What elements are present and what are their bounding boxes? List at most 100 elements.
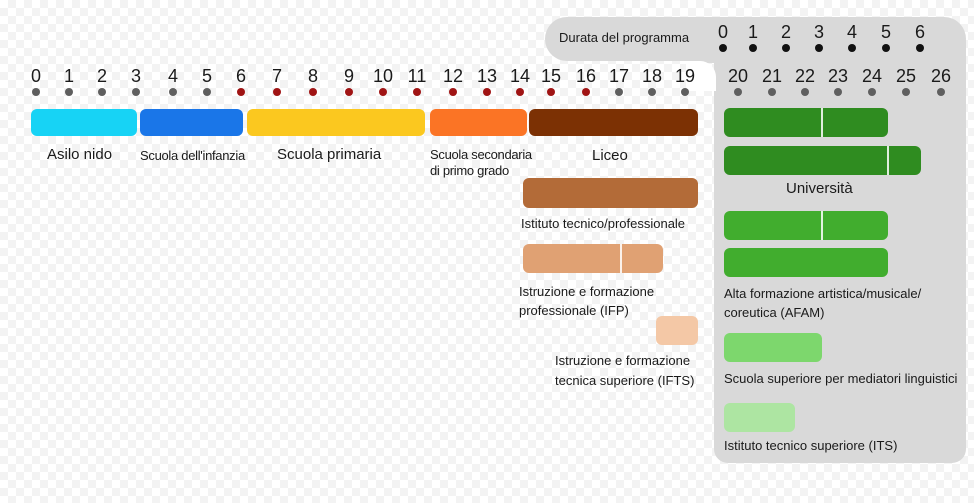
ifp-bar-divider — [620, 244, 622, 273]
ifts-label-line1: Istruzione e formazione — [555, 353, 691, 368]
age-tick-15: 15 — [540, 66, 562, 86]
age-tick-19: 19 — [674, 66, 696, 86]
compulsory-age-dot — [309, 88, 317, 96]
age-tick-2: 2 — [96, 66, 107, 86]
liceo-label: Liceo — [592, 147, 628, 164]
age-tick-4: 4 — [167, 66, 178, 86]
scuola-primaria-bar — [247, 109, 425, 136]
compulsory-age-dot — [379, 88, 387, 96]
secondaria-primo-grado-label-line1: Scuola secondaria — [430, 147, 532, 162]
duration-tick-2: 2 — [780, 22, 791, 42]
compulsory-age-dot — [449, 88, 457, 96]
scuola-primaria-label: Scuola primaria — [277, 146, 382, 163]
age-dot — [648, 88, 656, 96]
duration-dot — [882, 44, 890, 52]
afam-label-line2: coreutica (AFAM) — [724, 305, 825, 320]
liceo-bar — [529, 109, 698, 136]
age-tick-0: 0 — [30, 66, 41, 86]
compulsory-age-dot — [237, 88, 245, 96]
afam-bar-1 — [724, 211, 888, 240]
duration-tick-5: 5 — [880, 22, 891, 42]
age-tick-3: 3 — [130, 66, 141, 86]
duration-dot — [749, 44, 757, 52]
istituto-tecnico-bar — [523, 178, 698, 208]
age-tick-7: 7 — [271, 66, 282, 86]
ifp-bar — [523, 244, 663, 273]
universita-bar-2 — [724, 146, 921, 175]
age-dot — [132, 88, 140, 96]
age-dot — [32, 88, 40, 96]
asilo-nido-label: Asilo nido — [47, 146, 113, 163]
age-tick-16: 16 — [575, 66, 597, 86]
scuola-infanzia-label: Scuola dell'infanzia — [140, 148, 245, 163]
panel-joint-mask — [686, 61, 716, 91]
compulsory-age-dot — [413, 88, 421, 96]
age-dot — [65, 88, 73, 96]
age-tick-9: 9 — [343, 66, 354, 86]
age-tick-11: 11 — [407, 66, 427, 86]
afam-label-line1: Alta formazione artistica/musicale/ — [724, 286, 922, 301]
duration-label: Durata del programma — [559, 30, 690, 45]
age-tick-14: 14 — [509, 66, 531, 86]
age-tick-18: 18 — [641, 66, 663, 86]
ifp-label-line2: professionale (IFP) — [519, 303, 629, 318]
age-tick-17: 17 — [608, 66, 630, 86]
duration-dot — [719, 44, 727, 52]
compulsory-age-dot — [345, 88, 353, 96]
age-tick-23: 23 — [827, 66, 849, 86]
duration-dot — [815, 44, 823, 52]
age-tick-22: 22 — [794, 66, 816, 86]
mediatori-linguistici-label: Scuola superiore per mediatori linguisti… — [724, 371, 958, 386]
afam-bar-2 — [724, 248, 888, 277]
age-tick-1: 1 — [63, 66, 74, 86]
duration-tick-3: 3 — [813, 22, 824, 42]
secondaria-primo-grado-bar — [430, 109, 527, 136]
age-tick-21: 21 — [761, 66, 783, 86]
its-bar — [724, 403, 795, 432]
age-dot — [203, 88, 211, 96]
age-dot — [902, 88, 910, 96]
duration-dot — [848, 44, 856, 52]
compulsory-age-dot — [273, 88, 281, 96]
age-dot — [734, 88, 742, 96]
secondaria-primo-grado-label-line2: di primo grado — [430, 163, 509, 178]
age-tick-10: 10 — [372, 66, 394, 86]
asilo-nido-bar — [31, 109, 137, 136]
age-dot — [98, 88, 106, 96]
its-label: Istituto tecnico superiore (ITS) — [724, 438, 898, 453]
ifts-label-line2: tecnica superiore (IFTS) — [555, 373, 695, 388]
scuola-infanzia-bar — [140, 109, 243, 136]
duration-tick-1: 1 — [747, 22, 758, 42]
age-dot — [937, 88, 945, 96]
universita-bar-1 — [724, 108, 888, 137]
age-dot — [615, 88, 623, 96]
age-dot — [768, 88, 776, 96]
universita-bar-2-divider — [887, 146, 889, 175]
age-dot — [868, 88, 876, 96]
duration-dot — [916, 44, 924, 52]
compulsory-age-dot — [483, 88, 491, 96]
age-tick-6: 6 — [235, 66, 246, 86]
age-tick-8: 8 — [307, 66, 318, 86]
duration-tick-0: 0 — [717, 22, 728, 42]
duration-dot — [782, 44, 790, 52]
age-tick-12: 12 — [442, 66, 464, 86]
panel-joint — [700, 47, 716, 63]
ifts-bar — [656, 316, 698, 345]
age-dot — [834, 88, 842, 96]
age-tick-24: 24 — [861, 66, 883, 86]
age-tick-25: 25 — [895, 66, 917, 86]
age-dot — [169, 88, 177, 96]
age-tick-20: 20 — [727, 66, 749, 86]
istituto-tecnico-label: Istituto tecnico/professionale — [521, 216, 686, 231]
ifp-label-line1: Istruzione e formazione — [519, 284, 655, 299]
mediatori-linguistici-bar — [724, 333, 822, 362]
compulsory-age-dot — [582, 88, 590, 96]
compulsory-age-dot — [516, 88, 524, 96]
duration-tick-4: 4 — [846, 22, 857, 42]
age-dot — [801, 88, 809, 96]
universita-label: Università — [786, 180, 853, 197]
duration-tick-6: 6 — [914, 22, 925, 42]
age-tick-13: 13 — [476, 66, 498, 86]
age-dot — [681, 88, 689, 96]
